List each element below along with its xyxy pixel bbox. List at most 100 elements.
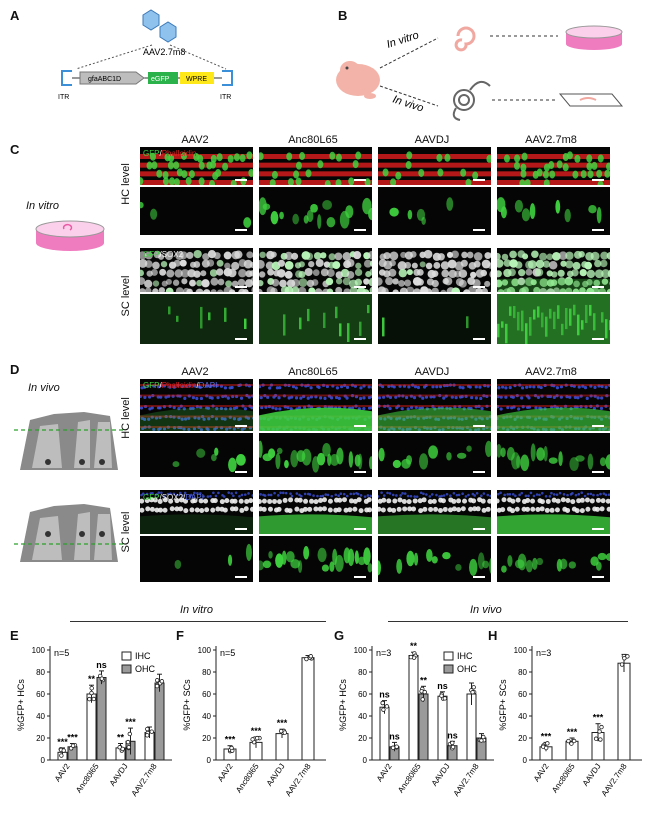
- x-tick-label: Anc80l65: [234, 762, 261, 795]
- n-label: n=5: [220, 648, 235, 658]
- data-point: [282, 730, 287, 735]
- inner-ear-icon: [452, 80, 491, 121]
- data-point: [89, 690, 94, 696]
- promoter-label: gfaABC1D: [88, 76, 121, 83]
- significance-label: ***: [57, 737, 68, 747]
- data-point: [99, 676, 105, 681]
- y-tick-label: 80: [518, 668, 527, 677]
- x-tick-label: AAV2.7m8: [600, 762, 629, 798]
- schematic-in-vivo-label: In vivo: [391, 93, 425, 114]
- data-point: [450, 740, 455, 746]
- significance-label: ns: [96, 660, 107, 670]
- y-tick-label: 80: [36, 668, 45, 677]
- y-axis-label: %GFP+ SCs: [182, 679, 192, 731]
- x-tick-label: AAV2.7m8: [284, 762, 313, 798]
- c-hc-merge-tile: [140, 147, 253, 185]
- c-hc-stain-legend: GFP/Phalloidin: [143, 149, 196, 158]
- organ-of-corti-hc-icon: [14, 412, 124, 470]
- data-point: [87, 696, 92, 702]
- d-sc-merge-tile: [140, 490, 253, 534]
- dish-icon: [35, 220, 105, 251]
- significance-label: ***: [541, 731, 552, 741]
- y-tick-label: 80: [358, 668, 367, 677]
- data-point: [159, 679, 165, 684]
- bar: [301, 657, 315, 761]
- x-tick-label: AAVDJ: [108, 762, 130, 788]
- data-point: [127, 731, 133, 737]
- significance-label: ***: [593, 713, 604, 723]
- panel-d-condition: In vivo: [28, 382, 60, 394]
- y-axis-label: %GFP+ SCs: [498, 679, 508, 731]
- data-point: [120, 746, 125, 752]
- data-point: [479, 738, 484, 743]
- y-tick-label: 0: [523, 756, 528, 765]
- data-point: [569, 741, 574, 746]
- d-hc-gfp-tile: [259, 433, 372, 477]
- panel-label-c: C: [10, 142, 20, 157]
- reporter-label: eGFP: [151, 76, 170, 83]
- data-point: [59, 753, 64, 758]
- bar: [379, 706, 390, 761]
- stain-sep: /: [159, 381, 162, 390]
- x-tick-label: Anc80l65: [74, 762, 101, 795]
- d-hc-merge-tile: [497, 379, 610, 431]
- d-hc-gfp-tile: [497, 433, 610, 477]
- significance-label: ***: [277, 718, 288, 728]
- stain-dapi: DAPI: [185, 493, 204, 502]
- data-point: [471, 685, 476, 690]
- n-label: n=3: [536, 648, 551, 658]
- data-point: [145, 733, 150, 738]
- d-hc-merge-tile: [140, 379, 253, 431]
- significance-label: ns: [437, 681, 448, 691]
- aav-construct-diagram: AAV2.7m8 gfaABC1D eGFP WPRE ITR ITR: [58, 9, 233, 101]
- panel-label-d: D: [10, 362, 20, 377]
- d-sc-gfp-tile: [140, 536, 253, 582]
- data-point: [308, 654, 314, 659]
- x-tick-label: AAV2: [375, 762, 394, 784]
- cochlea-explant-icon: [454, 26, 476, 52]
- legend-swatch: [443, 651, 454, 661]
- legend-swatch: [443, 664, 454, 674]
- y-tick-label: 60: [202, 690, 211, 699]
- significance-label: ns: [389, 731, 400, 741]
- data-point: [229, 745, 234, 751]
- organ-of-corti-sc-icon: [14, 504, 124, 562]
- d-hc-gfp-tile: [378, 433, 491, 477]
- data-point: [439, 693, 444, 698]
- d-col-aavdj: AAVDJ: [414, 366, 450, 378]
- data-point: [543, 745, 549, 751]
- y-tick-label: 100: [514, 646, 528, 655]
- data-point: [61, 748, 66, 753]
- data-point: [381, 707, 386, 712]
- x-tick-label: AAV2.7m8: [452, 762, 481, 798]
- stain-gfp: GFP: [143, 493, 160, 502]
- c-sc-merge-tile: [259, 248, 372, 292]
- significance-label: **: [420, 675, 428, 685]
- legend-label: IHC: [135, 651, 151, 661]
- data-point: [384, 704, 390, 709]
- significance-label: ns: [379, 690, 390, 700]
- data-point: [598, 737, 603, 742]
- bar: [154, 682, 165, 761]
- data-point: [619, 662, 625, 667]
- stain-sep: /: [159, 250, 162, 259]
- legend-label: OHC: [135, 664, 156, 674]
- bar: [418, 693, 429, 761]
- c-col-aavdj: AAVDJ: [414, 134, 450, 146]
- n-label: n=5: [54, 648, 69, 658]
- x-tick-label: AAV2: [216, 762, 235, 784]
- stain-sox2: SOX2: [161, 493, 184, 502]
- x-tick-label: AAV2: [53, 762, 72, 784]
- panel-c-condition: In vitro: [26, 200, 60, 212]
- c-hc-merge-tile: [378, 147, 491, 185]
- d-sc-merge-tile: [259, 490, 372, 534]
- d-row-hc: HC level: [120, 397, 132, 439]
- data-point: [422, 689, 427, 695]
- x-tick-label: Anc80l65: [550, 762, 577, 795]
- y-tick-label: 40: [36, 712, 45, 721]
- c-col-aav2: AAV2: [181, 134, 209, 146]
- legend-swatch: [121, 651, 132, 661]
- y-tick-label: 40: [358, 712, 367, 721]
